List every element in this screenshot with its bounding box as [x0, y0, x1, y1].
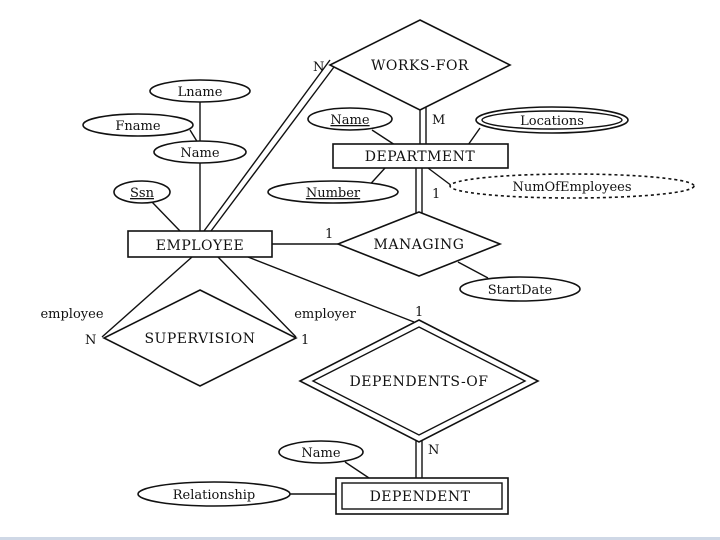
cardinality-works-for-n: N — [313, 60, 324, 75]
line-ssn-employee — [151, 201, 181, 232]
cardinality-managing-dept: 1 — [432, 187, 440, 202]
entity-dependent: DEPENDENT — [335, 477, 509, 515]
cardinality-supervision-n: N — [85, 333, 96, 348]
line-deptname-dept — [371, 129, 396, 146]
role-employee: employee — [40, 307, 103, 322]
attribute-dependent-name: Name — [278, 440, 364, 464]
department-label: DEPARTMENT — [365, 149, 476, 165]
cardinality-managing-emp: 1 — [325, 227, 333, 242]
relationship-managing: MANAGING — [335, 211, 503, 277]
attribute-fname: Fname — [82, 113, 194, 137]
number-label: Number — [306, 186, 361, 201]
line-numemp-dept — [427, 167, 453, 187]
relationship-supervision: SUPERVISION — [102, 289, 298, 387]
role-employer: employer — [294, 307, 356, 322]
fname-label: Fname — [115, 119, 160, 134]
works-for-label: WORKS-FOR — [371, 58, 469, 74]
connector-lines — [101, 59, 489, 495]
cardinality-works-for-m: M — [432, 113, 445, 128]
ssn-label: Ssn — [130, 186, 155, 201]
attribute-start-date: StartDate — [459, 276, 581, 302]
dependents-of-label: DEPENDENTS-OF — [350, 374, 489, 390]
attribute-department-name: Name — [307, 107, 393, 131]
managing-label: MANAGING — [374, 237, 465, 253]
cardinality-supervision-1: 1 — [301, 333, 309, 348]
line-employee-supervision-1 — [217, 256, 297, 338]
attribute-employee-name: Name — [153, 140, 247, 164]
line-employee-worksfor-a — [203, 59, 331, 232]
employee-label: EMPLOYEE — [156, 238, 244, 254]
bottom-border — [0, 537, 720, 540]
num-of-employees-label: NumOfEmployees — [512, 180, 631, 195]
start-date-label: StartDate — [488, 283, 553, 298]
supervision-label: SUPERVISION — [144, 331, 255, 347]
employee-name-label: Name — [180, 146, 219, 161]
line-locations-dept — [467, 127, 481, 146]
attribute-ssn: Ssn — [113, 180, 171, 204]
line-employee-dependentsof — [247, 256, 415, 323]
cardinality-dependents-of-n: N — [428, 443, 439, 458]
relationship-label: Relationship — [173, 488, 256, 503]
locations-label: Locations — [520, 114, 584, 129]
dependent-label: DEPENDENT — [370, 489, 471, 505]
line-employee-worksfor-b — [210, 62, 338, 232]
attribute-relationship: Relationship — [137, 481, 291, 507]
dependent-name-label: Name — [301, 446, 340, 461]
cardinality-dependents-of-1: 1 — [415, 305, 423, 320]
entity-department: DEPARTMENT — [332, 143, 509, 169]
entity-employee: EMPLOYEE — [127, 230, 273, 258]
attribute-number: Number — [267, 180, 399, 204]
department-name-label: Name — [330, 113, 369, 128]
relationship-dependents-of: DEPENDENTS-OF — [298, 319, 540, 443]
attribute-lname: Lname — [149, 79, 251, 103]
lname-label: Lname — [178, 85, 223, 100]
line-depname-dependent — [344, 461, 373, 481]
relationship-works-for: WORKS-FOR — [328, 19, 512, 111]
line-managing-startdate — [457, 261, 489, 279]
attribute-locations: Locations — [475, 106, 629, 134]
line-employee-supervision-n — [101, 256, 193, 338]
attribute-num-of-employees: NumOfEmployees — [449, 173, 695, 199]
